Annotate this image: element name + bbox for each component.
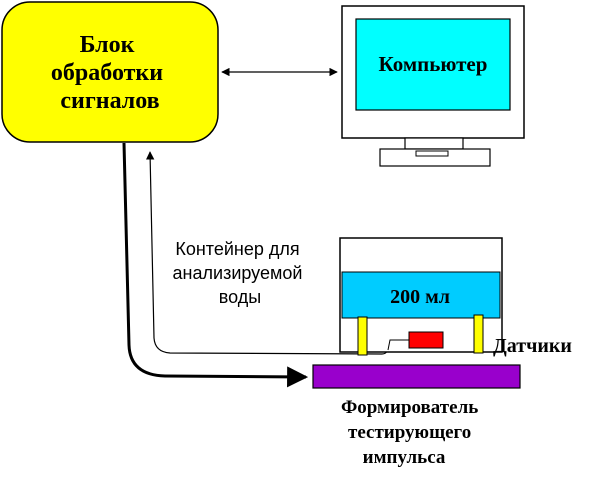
pulse-generator-label: Формирователь тестирующего импульса [341, 397, 483, 468]
sensor-left [357, 316, 368, 356]
pulse-generator-label-line-3: импульса [363, 447, 446, 468]
pulse-generator-block [312, 364, 521, 389]
processor-block [1, 1, 219, 143]
computer-screen [355, 18, 511, 111]
pulse-generator-label-line-2: тестирующего [348, 422, 471, 443]
processor-label: Блок обработки сигналов [51, 32, 169, 114]
processor-label-line-3: сигналов [60, 88, 159, 114]
processor-to-generator-cable [122, 142, 309, 388]
volume-label: 200 мл [390, 286, 450, 308]
pulse-generator-label-line-1: Формирователь [341, 397, 478, 418]
processor-label-line-1: Блок [80, 32, 135, 58]
sensor-right [473, 314, 484, 354]
container-description-line-1: Контейнер для [175, 239, 299, 259]
water-volume [341, 271, 501, 319]
container-description-line-3: воды [219, 287, 261, 307]
emitter [408, 331, 444, 349]
sensors-label: Датчики [493, 335, 572, 357]
computer-monitor: Компьютер [341, 5, 525, 167]
container-description: Контейнер для анализируемой воды [173, 239, 308, 307]
computer-label: Компьютер [379, 52, 488, 76]
container-description-line-2: анализируемой [173, 263, 303, 283]
monitor-stand-slot [415, 150, 449, 157]
monitor-stand-base [379, 148, 491, 167]
emitter-wire [387, 339, 409, 351]
monitor-stand-neck [404, 137, 464, 150]
processor-label-line-2: обработки [51, 60, 163, 86]
